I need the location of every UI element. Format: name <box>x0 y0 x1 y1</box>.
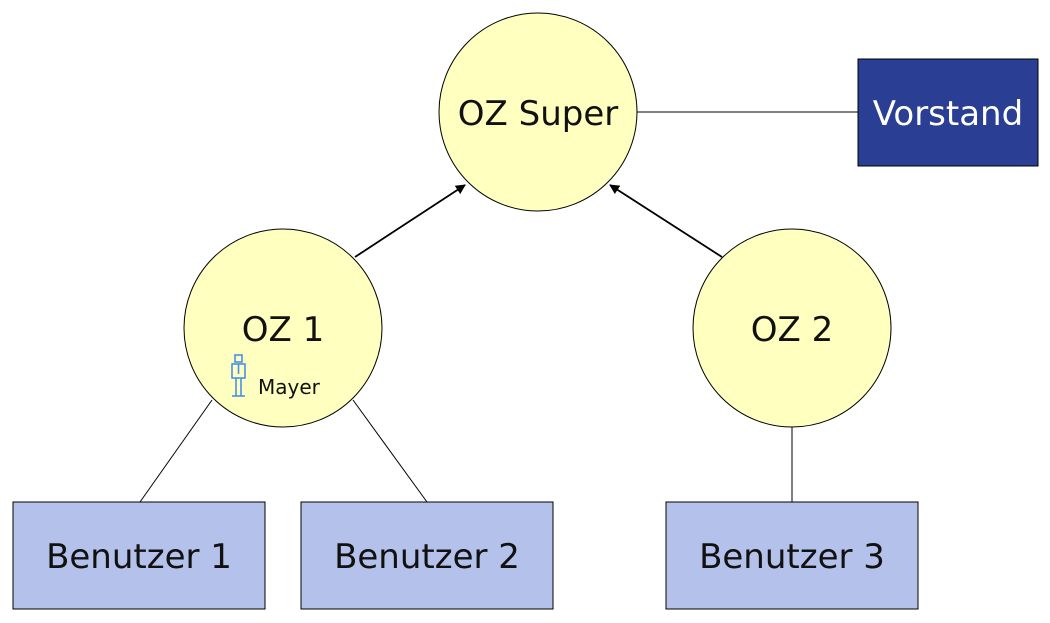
oz-super-label: OZ Super <box>458 94 618 134</box>
benutzer-3-label: Benutzer 3 <box>699 537 885 577</box>
oz-super-circle <box>438 12 638 212</box>
benutzer-1-box <box>12 501 266 610</box>
node-benutzer-3: Benutzer 3 <box>665 501 919 610</box>
node-benutzer-2: Benutzer 2 <box>300 501 554 610</box>
oz-1-label: OZ 1 <box>242 310 325 350</box>
node-oz-2: OZ 2 <box>692 228 892 428</box>
node-oz-super: OZ Super <box>438 12 638 212</box>
benutzer-2-box <box>300 501 554 610</box>
vorstand-box <box>857 58 1039 167</box>
vorstand-label: Vorstand <box>873 94 1023 134</box>
oz-2-label: OZ 2 <box>751 310 834 350</box>
edge-oz1-to-benutzer2 <box>352 399 428 503</box>
benutzer-3-box <box>665 501 919 610</box>
benutzer-1-label: Benutzer 1 <box>46 537 232 577</box>
edge-oz1-to-super-arrow <box>354 184 466 258</box>
benutzer-2-label: Benutzer 2 <box>334 537 520 577</box>
person-icon <box>231 354 246 397</box>
oz-1-person-name: Mayer <box>258 375 321 399</box>
node-benutzer-1: Benutzer 1 <box>12 501 266 610</box>
edge-oz1-to-benutzer1 <box>139 399 213 503</box>
edge-oz2-to-super-arrow <box>609 184 723 258</box>
node-oz-1: OZ 1 Mayer <box>183 228 383 428</box>
oz-2-circle <box>692 228 892 428</box>
node-vorstand: Vorstand <box>857 58 1039 167</box>
